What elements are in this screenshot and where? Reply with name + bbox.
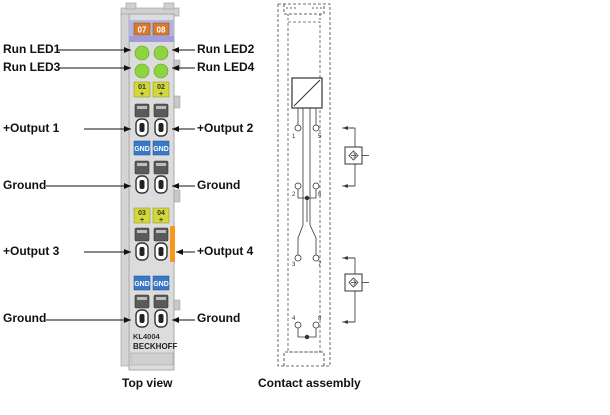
brand-text: BECKHOFF	[133, 342, 178, 351]
run-led4	[153, 63, 169, 79]
label-run-led1: Run LED1	[3, 42, 61, 56]
gnd-block-2	[152, 140, 170, 156]
spring-contact[interactable]	[153, 160, 169, 194]
spring-contact[interactable]	[134, 103, 150, 137]
terminal-7: 7	[318, 262, 322, 268]
spring-contact[interactable]	[153, 227, 169, 261]
label-ground-2: Ground	[197, 178, 241, 192]
plus-1-text: +	[140, 91, 144, 98]
model-text: KL4004	[133, 332, 161, 341]
label-run-led4: Run LED4	[197, 60, 255, 74]
gnd-text-1: GND	[134, 146, 150, 153]
label-ground-3: Ground	[3, 311, 47, 325]
label-output-4: +Output 4	[197, 244, 254, 258]
gnd-text-3: GND	[134, 281, 150, 288]
id-02-text: 02	[157, 84, 165, 91]
spring-contact[interactable]	[134, 294, 150, 328]
spring-contact[interactable]	[134, 160, 150, 194]
spring-contacts	[134, 103, 169, 328]
tab-07-text: 07	[138, 26, 147, 35]
spring-contact[interactable]	[153, 103, 169, 137]
label-ground-4: Ground	[197, 311, 241, 325]
terminal-numbers: 1 5 2 6 3 7 4 8	[292, 134, 322, 322]
label-output-1: +Output 1	[3, 121, 60, 135]
id-04-text: 04	[157, 210, 165, 217]
orange-indicator-bar	[170, 226, 175, 262]
spring-contact[interactable]	[153, 294, 169, 328]
terminal-5: 5	[318, 134, 322, 140]
label-run-led2: Run LED2	[197, 42, 255, 56]
run-led2	[153, 45, 169, 61]
pointer-arrows	[46, 47, 195, 323]
contact-assembly	[277, 3, 369, 367]
label-ground-1: Ground	[3, 178, 47, 192]
terminal-3: 3	[292, 262, 296, 268]
spring-contact[interactable]	[134, 227, 150, 261]
tab-08	[152, 22, 170, 36]
label-output-3: +Output 3	[3, 244, 60, 258]
gnd-block-3	[133, 275, 151, 291]
terminal-6: 6	[318, 192, 322, 198]
top-view-caption: Top view	[122, 376, 173, 390]
terminal-4: 4	[292, 316, 296, 322]
id-01-text: 01	[138, 84, 146, 91]
label-output-2: +Output 2	[197, 121, 254, 135]
terminal-1: 1	[292, 134, 296, 140]
id-03-text: 03	[138, 210, 146, 217]
tab-08-text: 08	[157, 26, 166, 35]
gnd-text-4: GND	[153, 281, 169, 288]
plus-2-text: +	[159, 91, 163, 98]
plus-4-text: +	[159, 217, 163, 224]
contact-assembly-caption: Contact assembly	[258, 376, 361, 390]
run-led3	[134, 63, 150, 79]
terminal-8: 8	[318, 316, 322, 322]
plus-3-text: +	[140, 217, 144, 224]
terminal-2: 2	[292, 192, 296, 198]
id-block-04	[152, 207, 170, 224]
gnd-text-2: GND	[153, 146, 169, 153]
gnd-block-4	[152, 275, 170, 291]
gnd-block-1	[133, 140, 151, 156]
id-block-02	[152, 81, 170, 98]
id-block-01	[133, 81, 151, 98]
id-block-03	[133, 207, 151, 224]
run-led1	[134, 45, 150, 61]
label-run-led3: Run LED3	[3, 60, 61, 74]
terminal-module: 07 08 01 02 + + 03 04 + + GND GND GND GN…	[120, 2, 181, 371]
tab-07	[133, 22, 151, 36]
